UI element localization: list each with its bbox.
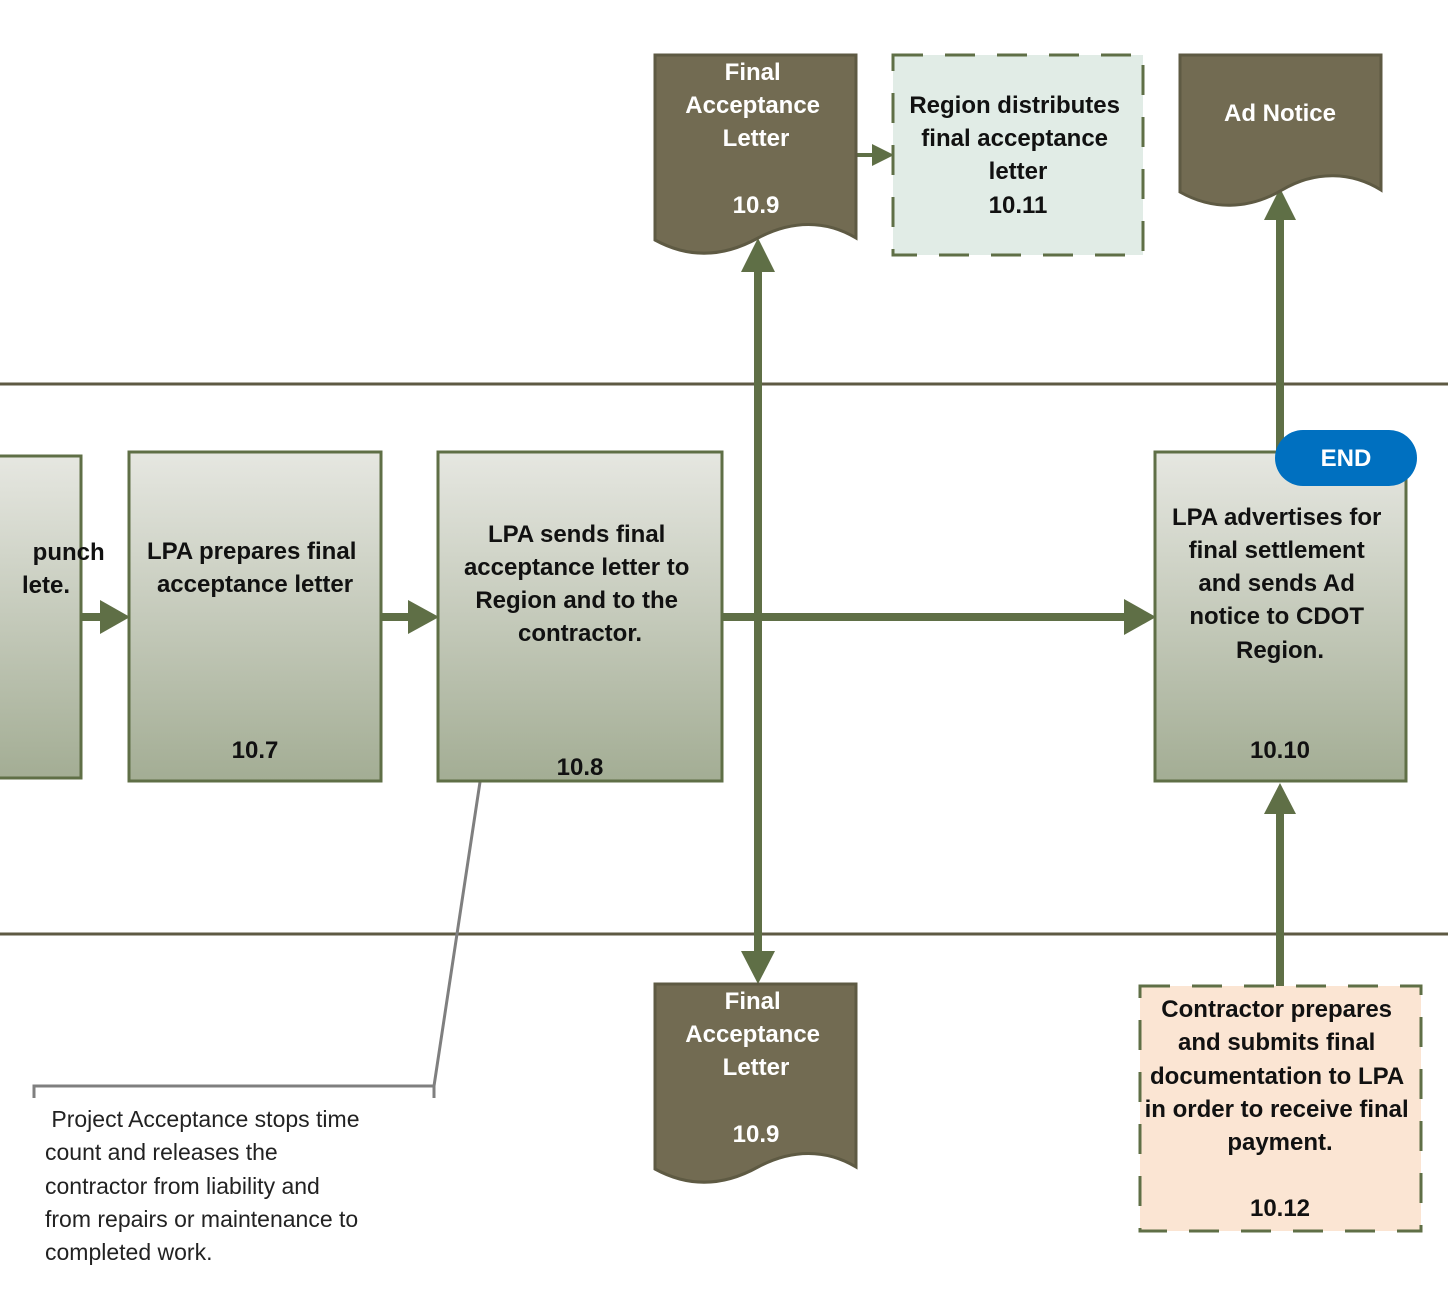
doc-bottom-text: Final Acceptance Letter bbox=[685, 988, 826, 1081]
step-10-10-text: LPA advertises for final settlement and … bbox=[1172, 504, 1388, 664]
process-step-10-11[interactable]: Region distributes final acceptance lett… bbox=[891, 53, 1145, 257]
end-label: END bbox=[1321, 445, 1372, 472]
step-10-11-id: 10.11 bbox=[989, 192, 1048, 219]
arrowhead-icon bbox=[741, 238, 775, 272]
process-step-10-8[interactable]: LPA sends final acceptance letter to Reg… bbox=[436, 450, 724, 783]
arrowhead-icon bbox=[100, 600, 130, 634]
ad-notice-text: Ad Notice bbox=[1224, 100, 1336, 127]
connector-to-top-letter bbox=[741, 238, 775, 617]
note-callout-line bbox=[32, 781, 482, 1098]
document-shape-icon bbox=[653, 53, 858, 255]
step-10-8-id: 10.8 bbox=[557, 754, 604, 781]
step-10-7-id: 10.7 bbox=[232, 737, 279, 764]
project-acceptance-note: Project Acceptance stops time count and … bbox=[0, 0, 391, 1265]
document-final-acceptance-letter-bottom[interactable]: Final Acceptance Letter 10.9 bbox=[653, 982, 858, 1184]
process-step-10-7[interactable]: LPA prepares final acceptance letter 10.… bbox=[127, 450, 383, 783]
doc-top-id: 10.9 bbox=[733, 192, 780, 219]
step-10-8-text: LPA sends final acceptance letter to Reg… bbox=[464, 521, 696, 647]
arrowhead-icon bbox=[741, 951, 775, 984]
connector-10-12-to-10-10 bbox=[1264, 783, 1296, 986]
step-10-12-id: 10.12 bbox=[1250, 1195, 1310, 1222]
step-10-6-text: punch lete. bbox=[22, 539, 111, 599]
arrowhead-icon bbox=[1124, 599, 1156, 635]
arrowhead-icon bbox=[408, 600, 439, 634]
connector-10-8-to-10-10 bbox=[722, 599, 1156, 635]
step-10-11-text: Region distributes final acceptance lett… bbox=[909, 92, 1126, 185]
arrowhead-icon bbox=[872, 144, 894, 166]
connector-10-6-to-10-7 bbox=[82, 600, 130, 634]
document-final-acceptance-letter-top[interactable]: Final Acceptance Letter 10.9 bbox=[653, 53, 858, 255]
arrowhead-icon bbox=[1264, 188, 1296, 220]
connector-10-10-to-ad-notice bbox=[1264, 188, 1296, 455]
document-shape-icon bbox=[1178, 53, 1383, 207]
step-10-12-text: Contractor prepares and submits final do… bbox=[1145, 996, 1416, 1156]
end-terminator[interactable]: END bbox=[1275, 430, 1417, 486]
arrowhead-icon bbox=[1264, 783, 1296, 814]
document-ad-notice[interactable]: Ad Notice bbox=[1178, 53, 1383, 207]
process-step-10-6[interactable]: punch lete. bbox=[0, 454, 111, 780]
document-shape-icon bbox=[653, 982, 858, 1184]
step-10-7-text: LPA prepares final acceptance letter bbox=[147, 538, 363, 598]
doc-bottom-id: 10.9 bbox=[733, 1121, 780, 1148]
process-step-10-12[interactable]: Contractor prepares and submits final do… bbox=[1138, 984, 1423, 1233]
doc-top-text: Final Acceptance Letter bbox=[685, 59, 826, 152]
step-10-10-id: 10.10 bbox=[1250, 737, 1310, 764]
connector-letter-to-10-11 bbox=[857, 144, 894, 166]
connector-10-7-to-10-8 bbox=[382, 600, 439, 634]
connector-to-bottom-letter bbox=[741, 617, 775, 984]
process-step-10-10[interactable]: LPA advertises for final settlement and … bbox=[1153, 450, 1408, 783]
